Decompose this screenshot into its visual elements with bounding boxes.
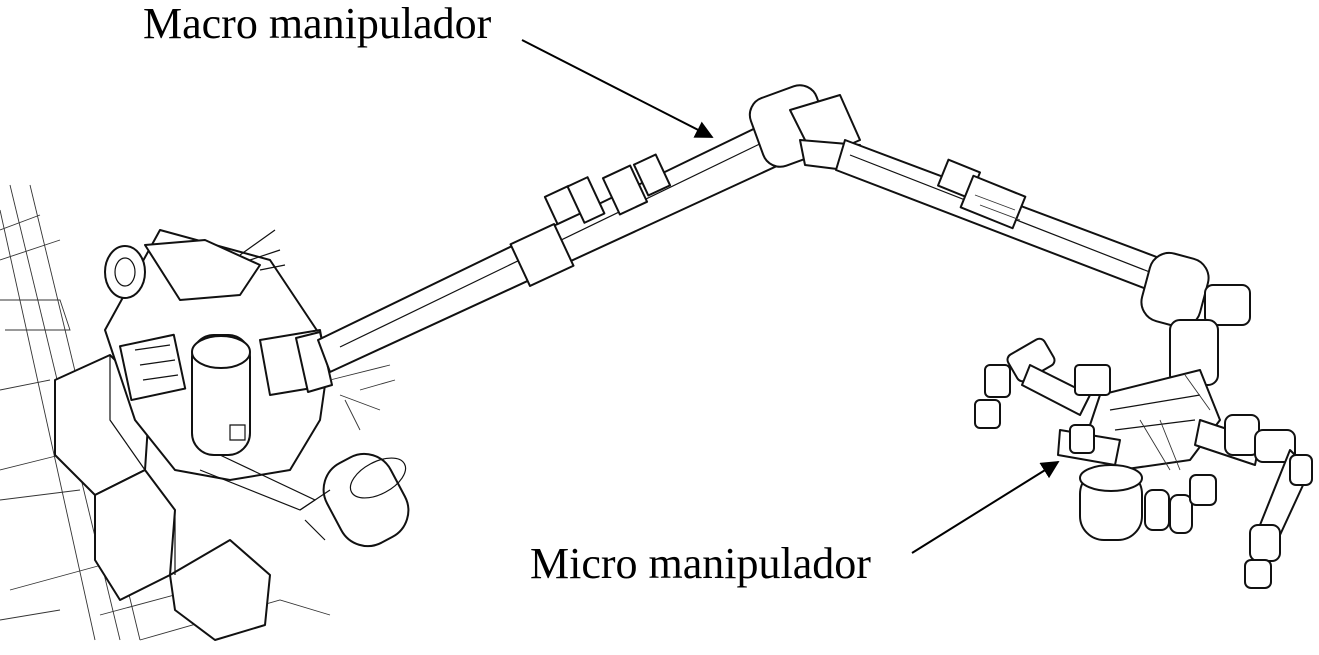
macro-manipulator-arm (317, 84, 1251, 386)
macro-manipulator-label: Macro manipulador (143, 0, 492, 48)
micro-manipulator (974, 337, 1313, 589)
micro-leader-line (911, 461, 1060, 554)
base-assembly (104, 229, 410, 548)
micro-manipulator-label: Micro manipulador (530, 539, 871, 588)
macro-leader-line (521, 39, 714, 138)
